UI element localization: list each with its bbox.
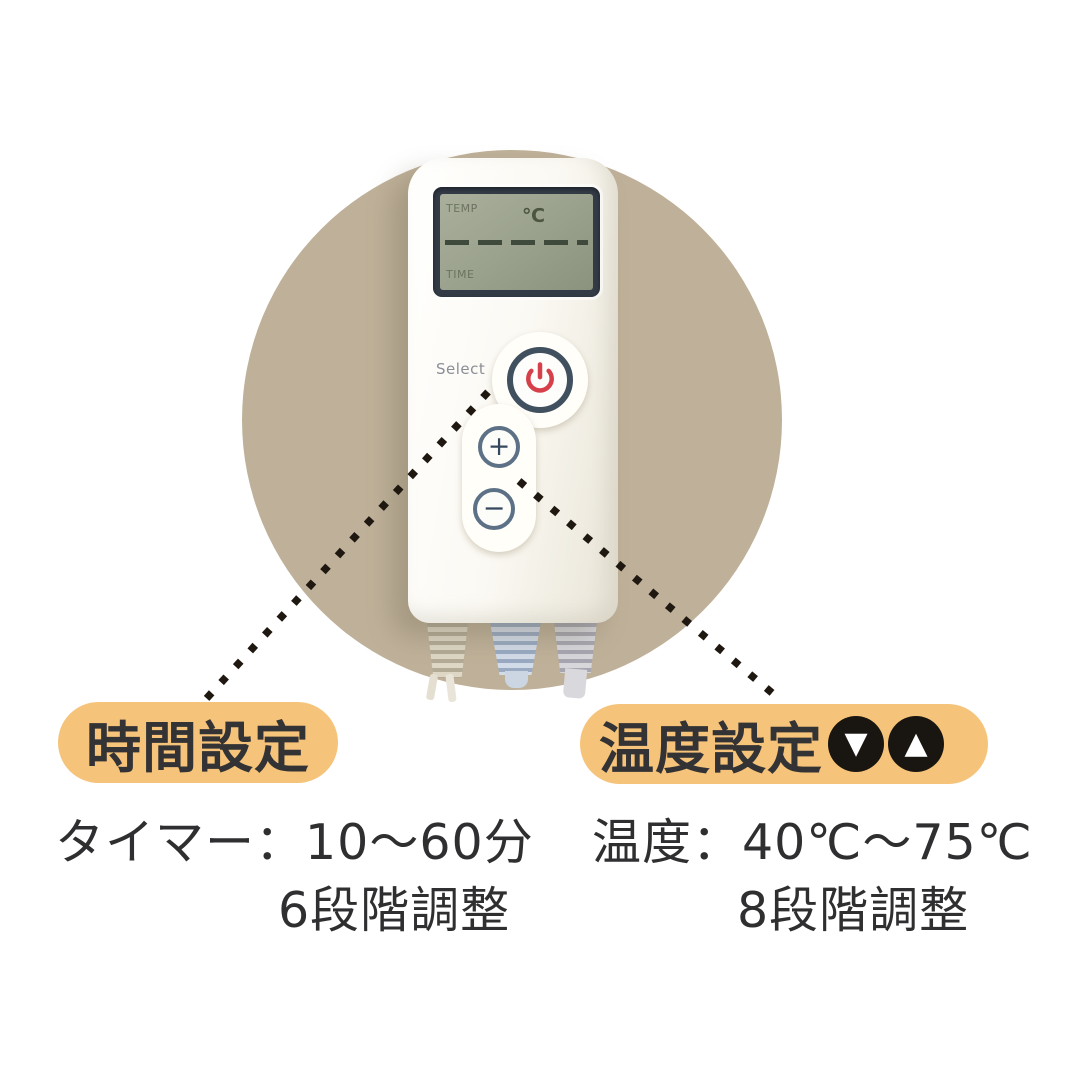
power-icon	[522, 360, 558, 400]
lcd-temp-label: TEMP	[446, 202, 478, 215]
lcd-screen: TEMP ℃ TIME	[440, 194, 593, 290]
temp-setting-badge: 温度設定 ▼ ▲	[580, 704, 988, 784]
cable-strand	[562, 668, 588, 699]
temp-steps-text: 8段階調整	[737, 882, 970, 939]
timer-steps-text: 6段階調整	[278, 882, 511, 939]
lcd-display: TEMP ℃ TIME	[433, 187, 600, 297]
lcd-dashed-segment	[445, 240, 588, 245]
temp-range-text: 温度：40℃～75℃	[592, 814, 1033, 871]
triangle-down-icon: ▼	[828, 716, 885, 772]
controller-device: TEMP ℃ TIME Select + −	[408, 158, 618, 623]
minus-icon: −	[482, 492, 506, 524]
cable-strand	[505, 671, 528, 688]
time-setting-badge: 時間設定	[58, 702, 338, 783]
cable-strand	[425, 673, 439, 701]
lcd-time-label: TIME	[446, 268, 475, 281]
timer-range-text: タイマー：10～60分	[55, 814, 534, 871]
plus-icon: +	[487, 430, 511, 462]
power-button	[507, 347, 573, 413]
plus-button: +	[478, 426, 520, 468]
lcd-celsius-label: ℃	[522, 205, 546, 227]
time-setting-title: 時間設定	[85, 715, 310, 780]
temp-setting-title: 温度設定	[599, 717, 824, 781]
triangle-up-icon: ▲	[888, 716, 945, 772]
select-label: Select	[436, 360, 486, 378]
minus-button: −	[473, 488, 515, 530]
